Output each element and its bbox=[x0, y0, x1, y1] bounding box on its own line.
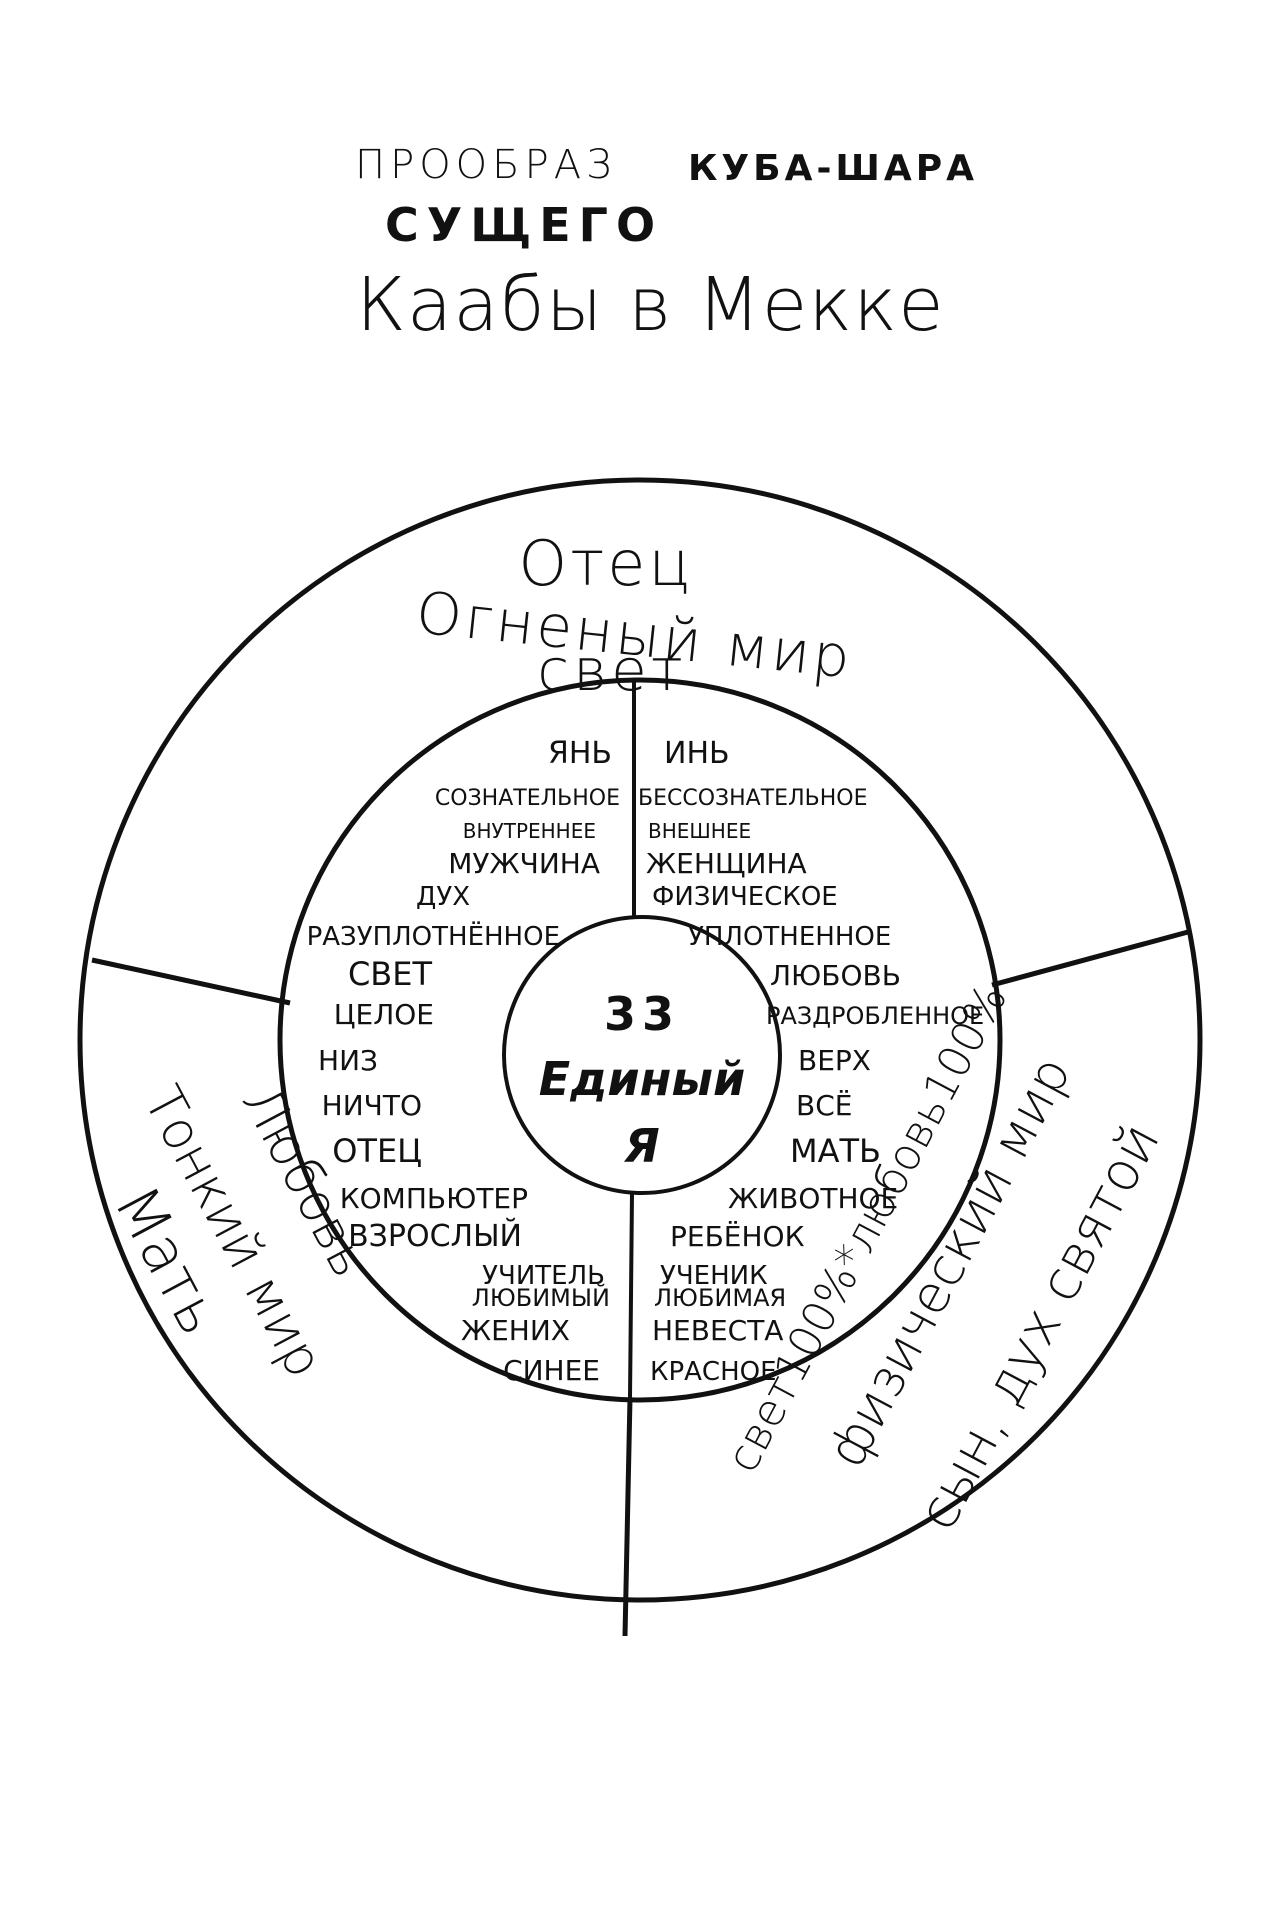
yin-item: РАЗДРОБЛЕННОЕ bbox=[766, 1002, 984, 1030]
yin-item: ЛЮБОВЬ bbox=[770, 959, 901, 992]
yin-item: РЕБЁНОК bbox=[670, 1220, 805, 1253]
yang-item: ЛЮБИМЫЙ bbox=[472, 1283, 610, 1312]
yang-item: СИНЕЕ bbox=[503, 1354, 600, 1387]
yang-item: ВНУТРЕННЕЕ bbox=[463, 819, 596, 843]
yang-item: СВЕТ bbox=[348, 955, 433, 993]
yin-item: ЖИВОТНОЕ bbox=[728, 1182, 898, 1215]
center-number: 33 bbox=[604, 987, 680, 1041]
center-circle bbox=[502, 915, 782, 1195]
yang-item: РАЗУПЛОТНЁННОЕ bbox=[307, 920, 560, 952]
label-light-top: свет bbox=[537, 636, 686, 704]
title-prototype: ПРООБРАЗ bbox=[355, 142, 617, 188]
label-father: Отец bbox=[518, 527, 693, 600]
yang-item: КОМПЬЮТЕР bbox=[340, 1182, 528, 1215]
yang-item: СОЗНАТЕЛЬНОЕ bbox=[435, 786, 620, 811]
title-kaaba: Каабы в Мекке bbox=[356, 262, 945, 348]
yin-item: ВСЁ bbox=[796, 1089, 852, 1122]
yin-item: КРАСНОЕ bbox=[650, 1357, 777, 1387]
yin-item: ВНЕШНЕЕ bbox=[648, 819, 751, 843]
yin-item: ЖЕНЩИНА bbox=[646, 847, 807, 880]
sector-mother-subtle: Любовь Тонкий мир Мать bbox=[100, 1077, 380, 1388]
sector-father: Отец Огненый мир свет bbox=[413, 527, 856, 704]
yin-column: ИНЬ БЕССОЗНАТЕЛЬНОЕ ВНЕШНЕЕ ЖЕНЩИНАФИЗИЧЕСК… bbox=[638, 736, 984, 1387]
yin-item: УЧЕНИК bbox=[660, 1261, 768, 1291]
yin-item: МАТЬ bbox=[790, 1132, 881, 1170]
yang-item: ВЗРОСЛЫЙ bbox=[348, 1218, 522, 1254]
title-cube-sphere: КУБА-ШАРА bbox=[688, 148, 979, 189]
yin-item: УПЛОТНЕННОЕ bbox=[688, 922, 891, 952]
yang-item: ОТЕЦ bbox=[332, 1132, 422, 1170]
yin-item: ВЕРХ bbox=[798, 1044, 871, 1077]
outer-circle bbox=[77, 477, 1203, 1603]
yin-item: ИНЬ bbox=[664, 736, 730, 771]
center-i: Я bbox=[623, 1119, 659, 1173]
yang-item: ЦЕЛОЕ bbox=[334, 998, 434, 1031]
yang-item: ЯНЬ bbox=[548, 736, 612, 771]
title-existing: СУЩЕГО bbox=[385, 198, 664, 252]
divider-outer-right bbox=[991, 929, 1189, 988]
yin-item: ЛЮБИМАЯ bbox=[654, 1284, 786, 1312]
yang-item: УЧИТЕЛЬ bbox=[482, 1261, 605, 1291]
center-unity: 33 Единый Я bbox=[539, 987, 745, 1173]
yin-item: ФИЗИЧЕСКОЕ bbox=[652, 882, 838, 912]
divider-outer-left bbox=[91, 957, 291, 1006]
divider-outer-bottom bbox=[622, 1397, 633, 1637]
yang-item: МУЖЧИНА bbox=[448, 847, 600, 880]
center-unified: Единый bbox=[539, 1052, 745, 1106]
yang-item: НИЗ bbox=[318, 1044, 378, 1077]
inner-circle bbox=[277, 677, 1003, 1403]
yang-item: ДУХ bbox=[416, 882, 470, 912]
yang-item: НИЧТО bbox=[322, 1089, 422, 1122]
sector-son-holy-spirit: свет100%*любовь100% физический мир сын, … bbox=[717, 976, 1172, 1540]
divider-inner-bottom bbox=[628, 1192, 634, 1399]
title-block: ПРООБРАЗ КУБА-ШАРА СУЩЕГО Каабы в Мекке bbox=[0, 0, 1280, 380]
yin-item: НЕВЕСТА bbox=[652, 1314, 783, 1347]
yin-item: БЕССОЗНАТЕЛЬНОЕ bbox=[638, 786, 867, 811]
yang-item: ЖЕНИХ bbox=[461, 1314, 570, 1347]
